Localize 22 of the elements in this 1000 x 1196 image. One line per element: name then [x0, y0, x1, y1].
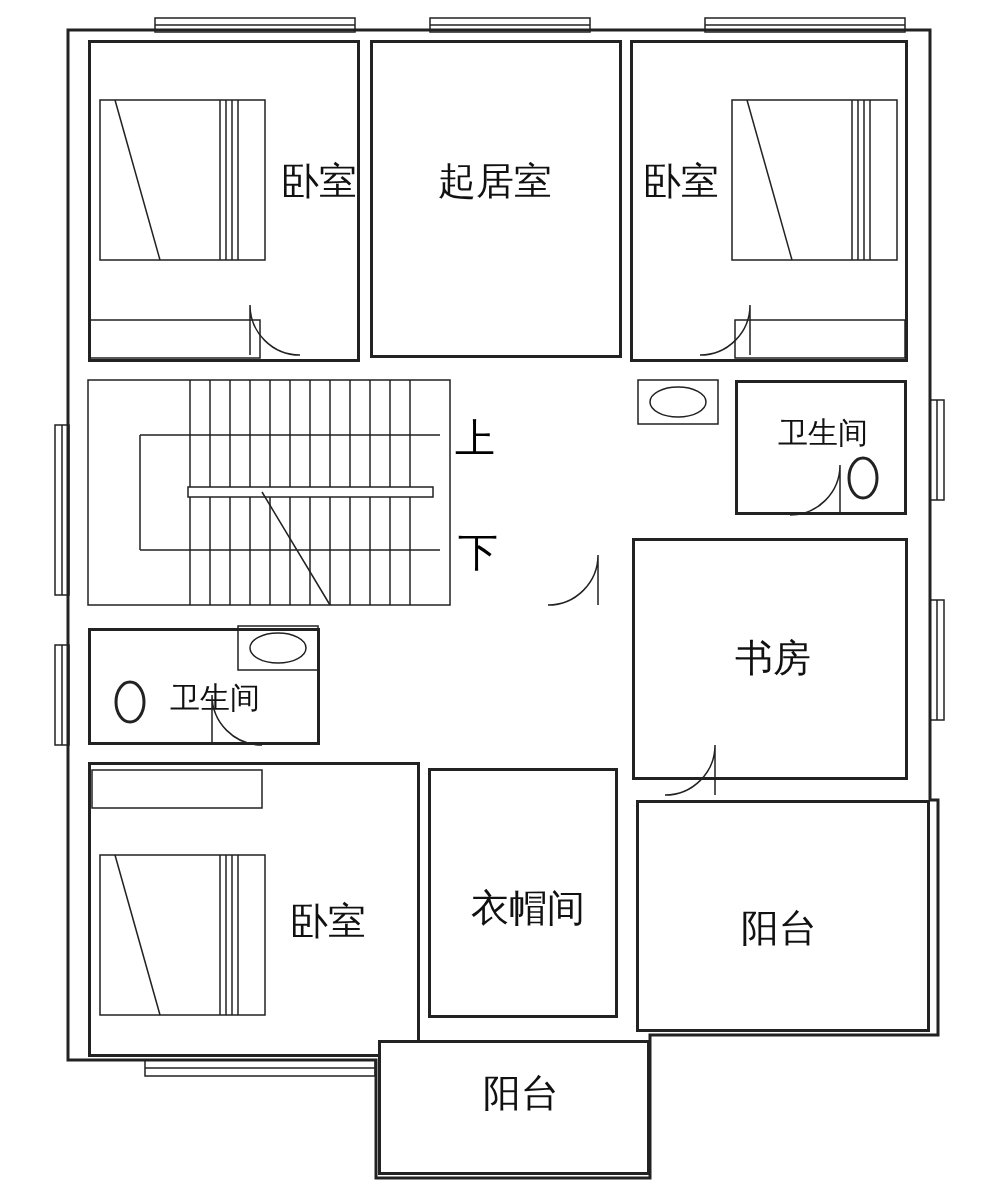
room: [632, 538, 908, 780]
room-label: 阳台: [483, 1069, 559, 1117]
room-label: 卧室: [290, 897, 366, 945]
room: [378, 1040, 650, 1175]
stair-direction-label: 上: [455, 413, 495, 463]
room-label: 衣帽间: [471, 884, 585, 932]
room: [428, 768, 618, 1018]
room: [636, 800, 930, 1032]
room: [370, 40, 622, 358]
room: [630, 40, 908, 362]
room: [735, 380, 907, 515]
room: [88, 628, 320, 745]
room-label: 卧室: [643, 157, 719, 205]
room-label: 书房: [735, 634, 811, 682]
stair-direction-label: 下: [458, 527, 498, 577]
room-label: 卫生间: [170, 678, 260, 717]
room-label: 起居室: [438, 157, 552, 205]
room-label: 阳台: [741, 904, 817, 952]
room: [88, 762, 420, 1057]
room-label: 卧室: [281, 157, 357, 205]
room: [88, 40, 360, 362]
room-label: 卫生间: [778, 413, 868, 452]
